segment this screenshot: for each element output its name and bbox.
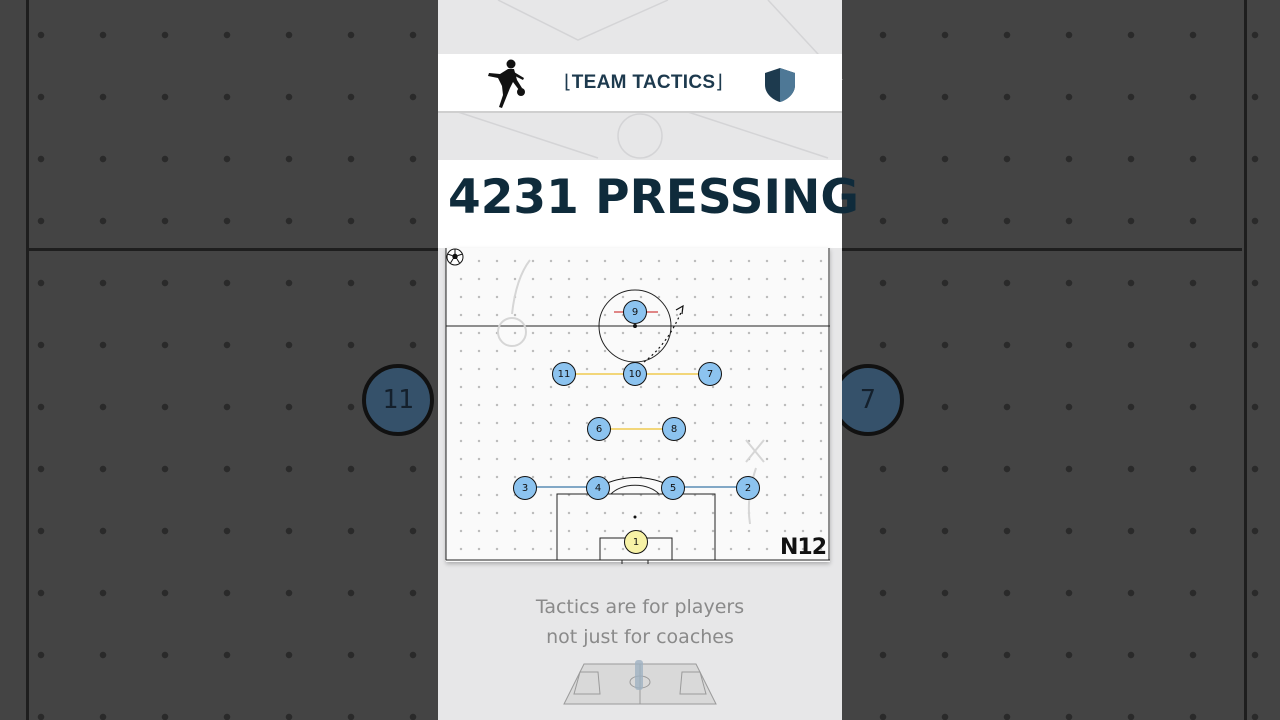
page-title: 4231 PRESSING: [448, 170, 859, 225]
background-line: [26, 0, 29, 720]
player-token[interactable]: 8: [662, 417, 686, 441]
goalkeeper-token[interactable]: 1: [624, 530, 648, 554]
player-token[interactable]: 10: [623, 362, 647, 386]
bracket-left: ⌊: [564, 72, 572, 93]
player-token[interactable]: 5: [661, 476, 685, 500]
header-bar: ⌊TEAM TACTICS⌋: [438, 54, 842, 113]
caption-line-2: not just for coaches: [546, 626, 734, 648]
player-token[interactable]: 2: [736, 476, 760, 500]
background-token-left: 11: [362, 364, 434, 436]
background-line: [1244, 0, 1247, 720]
background-token-right: 7: [832, 364, 904, 436]
caption-line-1: Tactics are for players: [535, 596, 745, 618]
player-token[interactable]: 7: [698, 362, 722, 386]
soccer-ball-icon: [446, 248, 464, 266]
player-silhouette-icon: [488, 59, 525, 108]
player-token[interactable]: 11: [552, 362, 576, 386]
player-token[interactable]: 4: [586, 476, 610, 500]
background-line: [842, 248, 1242, 251]
mini-pitch-icon: [563, 660, 717, 705]
player-token[interactable]: 9: [623, 300, 647, 324]
tactics-board: 9 11 10 7 6 8 3 4 5 2 1 N12: [445, 248, 830, 564]
background-left: 11: [0, 0, 438, 720]
header-title-text: TEAM TACTICS: [571, 72, 716, 93]
pitch-lines: [445, 248, 830, 564]
background-right: 7: [832, 0, 1280, 720]
header-title: ⌊TEAM TACTICS⌋: [564, 71, 723, 94]
brand-logo: N12: [779, 535, 827, 560]
headline-band: [438, 160, 842, 248]
background-line: [28, 248, 438, 251]
bracket-right: ⌋: [715, 72, 724, 93]
main-column: ⌊TEAM TACTICS⌋ 4231 PRESSING: [438, 0, 859, 720]
player-token[interactable]: 6: [587, 417, 611, 441]
caption: Tactics are for players not just for coa…: [438, 592, 842, 652]
player-token[interactable]: 3: [513, 476, 537, 500]
shield-icon: [765, 68, 795, 102]
